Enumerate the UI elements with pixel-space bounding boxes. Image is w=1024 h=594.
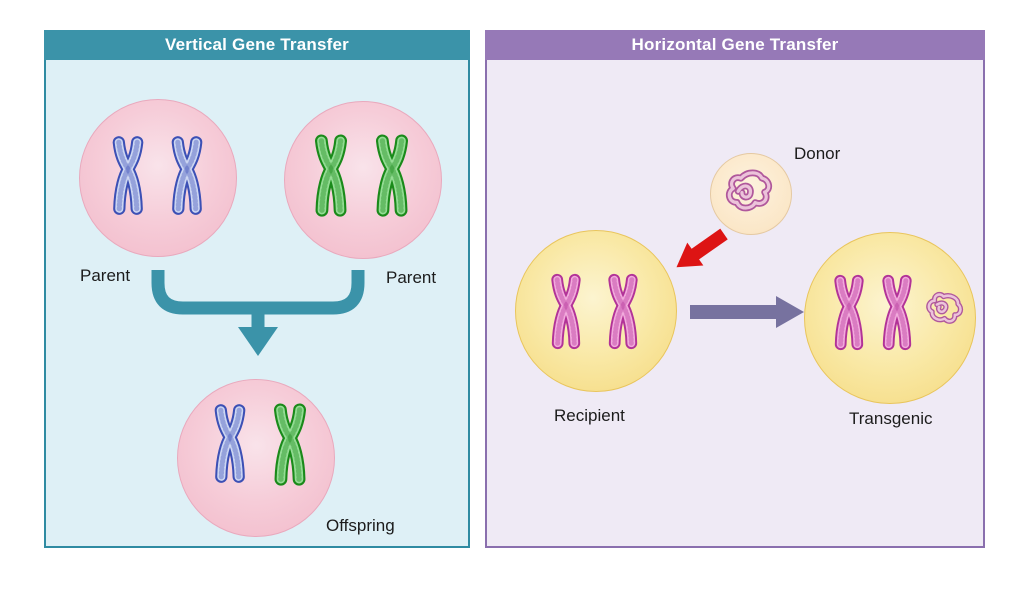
vertical-panel-title: Vertical Gene Transfer [44, 30, 470, 60]
blue-chromosome-icon [177, 142, 197, 209]
recipient-cell [515, 230, 677, 392]
recipient-label: Recipient [554, 406, 625, 425]
blue-chromosome-icon [220, 410, 240, 477]
vertical-gene-transfer-panel: Vertical Gene Transfer Parent Parent Off… [44, 30, 470, 548]
transgenic-label: Transgenic [849, 409, 933, 428]
donor-plasmid-icon [726, 170, 772, 211]
offspring-label: Offspring [326, 516, 395, 535]
donor-to-recipient-arrow [676, 228, 728, 268]
horizontal-gene-transfer-panel: Horizontal Gene Transfer Donor Re [485, 30, 985, 548]
horizontal-panel-title: Horizontal Gene Transfer [485, 30, 985, 60]
green-chromosome-icon [321, 140, 341, 211]
parent1-label: Parent [80, 266, 131, 285]
offspring-cell [177, 379, 335, 537]
parent-cell-1 [79, 99, 237, 257]
green-chromosome-icon [382, 140, 402, 211]
recipient-to-transgenic-arrow [690, 296, 804, 328]
parent-cell-2 [284, 101, 442, 259]
magenta-chromosome-icon [888, 280, 906, 345]
blue-chromosome-icon [118, 142, 138, 209]
donor-label: Donor [794, 144, 841, 163]
magenta-chromosome-icon [614, 279, 632, 344]
magenta-chromosome-icon [840, 280, 858, 345]
green-chromosome-icon [280, 409, 300, 480]
parent2-label: Parent [386, 268, 437, 287]
magenta-chromosome-icon [557, 279, 575, 344]
